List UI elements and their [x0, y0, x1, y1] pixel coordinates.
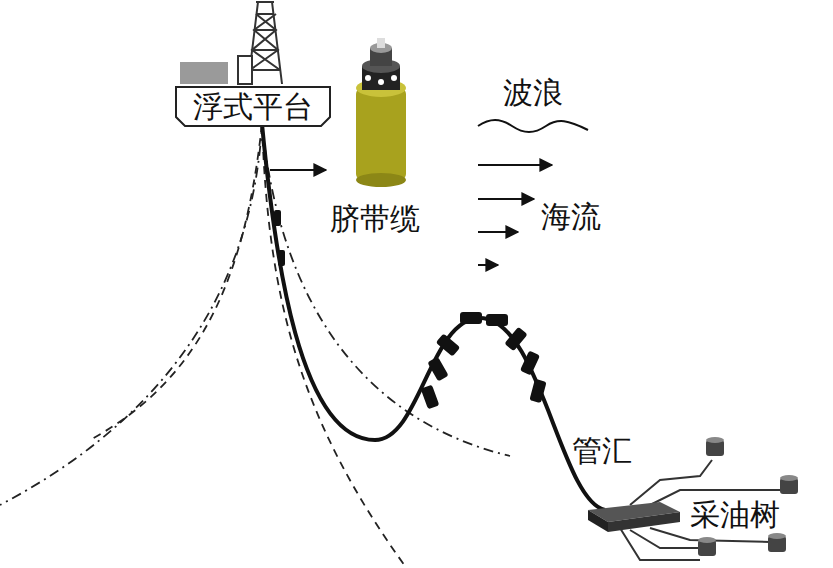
component-label: 采油树: [690, 498, 780, 531]
node-label: 浮式平台: [193, 90, 313, 123]
pointer-arrow: [270, 169, 326, 171]
envelope-line: [0, 124, 262, 505]
manifold: [588, 502, 680, 532]
deck-house: [180, 62, 228, 84]
envelope-line: [262, 124, 510, 456]
current-arrows: [478, 165, 552, 265]
wave-label: 波浪: [503, 76, 563, 109]
derrick: [238, 2, 282, 84]
component-label: 脐带缆: [330, 202, 420, 235]
platform-box: 浮式平台: [175, 86, 331, 127]
envelope-line: [262, 124, 405, 566]
current-label: 海流: [541, 200, 601, 233]
wave-line: [478, 120, 588, 132]
cable-section-icon: [356, 38, 406, 187]
buoyancy-modules: [274, 210, 547, 409]
christmas-tree: [698, 437, 798, 556]
envelope-line: [90, 124, 262, 440]
component-label: 管汇: [572, 434, 632, 467]
umbilical-cable: [262, 124, 605, 510]
platform-outline: [176, 87, 330, 126]
